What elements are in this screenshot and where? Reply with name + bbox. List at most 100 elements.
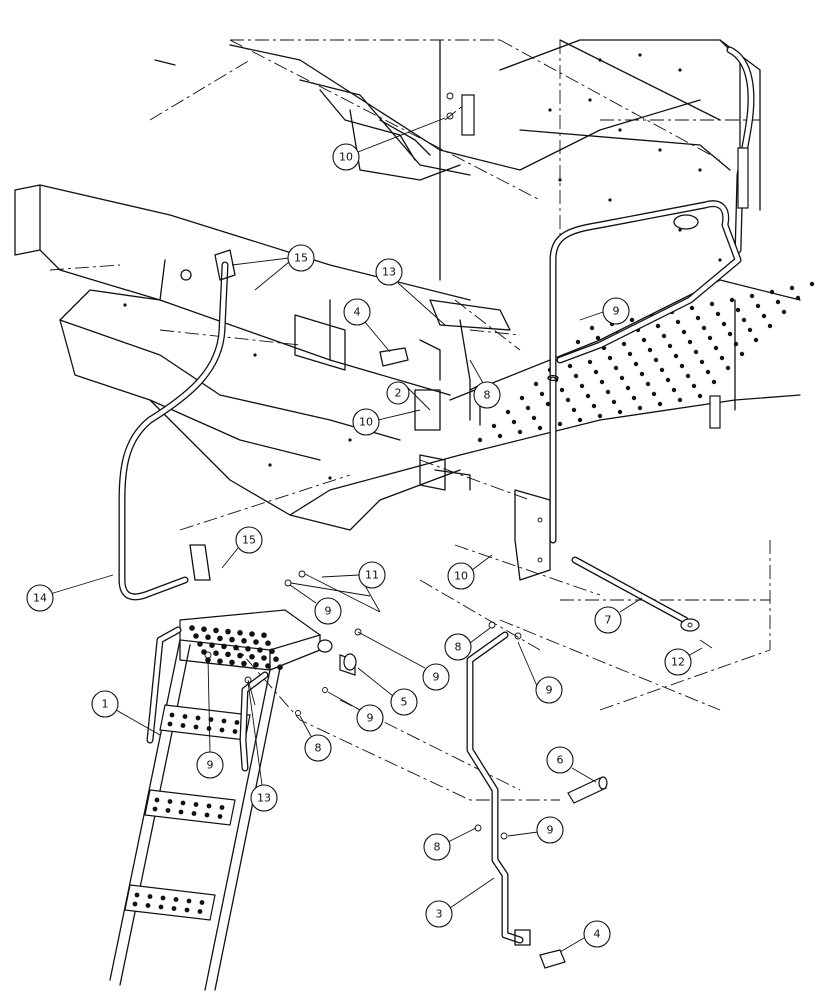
svg-text:10: 10 (339, 151, 353, 164)
svg-text:2: 2 (395, 387, 402, 400)
perforation-hole (219, 805, 225, 810)
perforation-hole (193, 802, 199, 807)
svg-text:15: 15 (242, 534, 256, 547)
svg-text:8: 8 (455, 641, 462, 654)
perforation-hole (191, 811, 197, 816)
svg-text:9: 9 (207, 759, 214, 772)
perforation-hole (182, 714, 188, 719)
svg-text:15: 15 (294, 252, 308, 265)
perforation-hole (221, 643, 227, 650)
perforation-hole (199, 900, 205, 905)
perforation-hole (767, 323, 773, 329)
perforation-hole (193, 724, 199, 730)
perforation-hole (629, 317, 635, 323)
perforation-hole (241, 638, 247, 644)
perforation-hole (719, 355, 725, 361)
perforation-hole (661, 333, 667, 339)
perforation-hole (711, 379, 717, 385)
perforation-hole (147, 894, 153, 899)
perforation-hole (597, 413, 603, 419)
perforation-hole (655, 323, 661, 329)
perforation-hole (587, 359, 593, 365)
perforation-hole (180, 723, 186, 728)
perforation-hole (234, 720, 240, 725)
perforation-hole (208, 717, 214, 722)
perforation-hole (713, 345, 719, 351)
perforation-hole (671, 387, 677, 393)
perforation-hole (171, 906, 177, 911)
perforation-hole (605, 389, 611, 395)
perforation-hole (645, 381, 651, 387)
perforation-hole (241, 660, 247, 667)
perforation-hole (253, 639, 259, 645)
callout-14: 14 (26, 574, 114, 612)
perforation-hole (557, 421, 563, 427)
perforation-hole (727, 331, 733, 337)
perforation-hole (733, 341, 739, 347)
machine-frame (149, 39, 761, 281)
perforation-hole (277, 664, 283, 670)
perforation-hole (169, 712, 175, 718)
perforation-hole (567, 363, 573, 369)
perforation-hole (165, 808, 171, 813)
perforation-hole (197, 641, 203, 647)
perforation-hole (633, 361, 639, 367)
callout-8: 8 (469, 359, 501, 409)
perforation-hole (593, 369, 599, 375)
svg-text:3: 3 (436, 908, 443, 921)
perforation-hole (775, 299, 781, 305)
callout-5: 5 (357, 667, 418, 716)
callout-9: 9 (289, 584, 342, 625)
perforation-hole (539, 391, 545, 397)
perforation-hole (261, 655, 267, 661)
perforation-hole (781, 309, 787, 315)
perforation-hole (237, 652, 243, 659)
perforation-hole (677, 397, 683, 403)
perforation-hole (491, 423, 497, 429)
perforation-hole (697, 393, 703, 399)
perforation-hole (545, 401, 551, 407)
perforation-hole (789, 285, 795, 291)
svg-text:7: 7 (605, 614, 612, 627)
perforation-hole (232, 729, 238, 734)
perforation-hole (249, 654, 255, 660)
perforation-hole (178, 809, 184, 815)
perforation-hole (721, 321, 727, 327)
perforation-hole (537, 425, 543, 431)
perforation-hole (201, 649, 207, 655)
svg-text:13: 13 (382, 266, 396, 279)
callout-15: 15 (221, 526, 263, 569)
perforation-hole (233, 644, 239, 651)
perforation-hole (657, 401, 663, 407)
perforation-hole (173, 897, 179, 902)
perforation-hole (565, 397, 571, 403)
perforation-hole (741, 317, 747, 323)
perforation-hole (273, 656, 279, 662)
svg-text:9: 9 (367, 712, 374, 725)
perforation-hole (701, 325, 707, 331)
perforation-hole (699, 359, 705, 365)
perforation-hole (725, 365, 731, 371)
callout-9: 9 (196, 657, 224, 779)
perforation-hole (180, 800, 186, 806)
callout-13: 13 (375, 258, 446, 326)
perforation-hole (134, 892, 140, 898)
perforation-hole (695, 315, 701, 321)
perforation-hole (145, 903, 151, 908)
callout-10: 10 (332, 117, 446, 171)
perforation-hole (195, 715, 201, 721)
perforation-hole (631, 395, 637, 401)
callout-10: 10 (447, 554, 493, 590)
perforation-hole (809, 281, 815, 287)
perforation-hole (619, 375, 625, 381)
svg-text:9: 9 (325, 605, 332, 618)
perforation-hole (152, 806, 158, 812)
perforation-hole (621, 341, 627, 347)
perforation-hole (154, 797, 160, 803)
perforation-hole (221, 718, 227, 724)
perforation-hole (573, 373, 579, 379)
perforation-hole (167, 799, 173, 804)
perforation-hole (193, 633, 199, 639)
svg-text:1: 1 (102, 698, 109, 711)
